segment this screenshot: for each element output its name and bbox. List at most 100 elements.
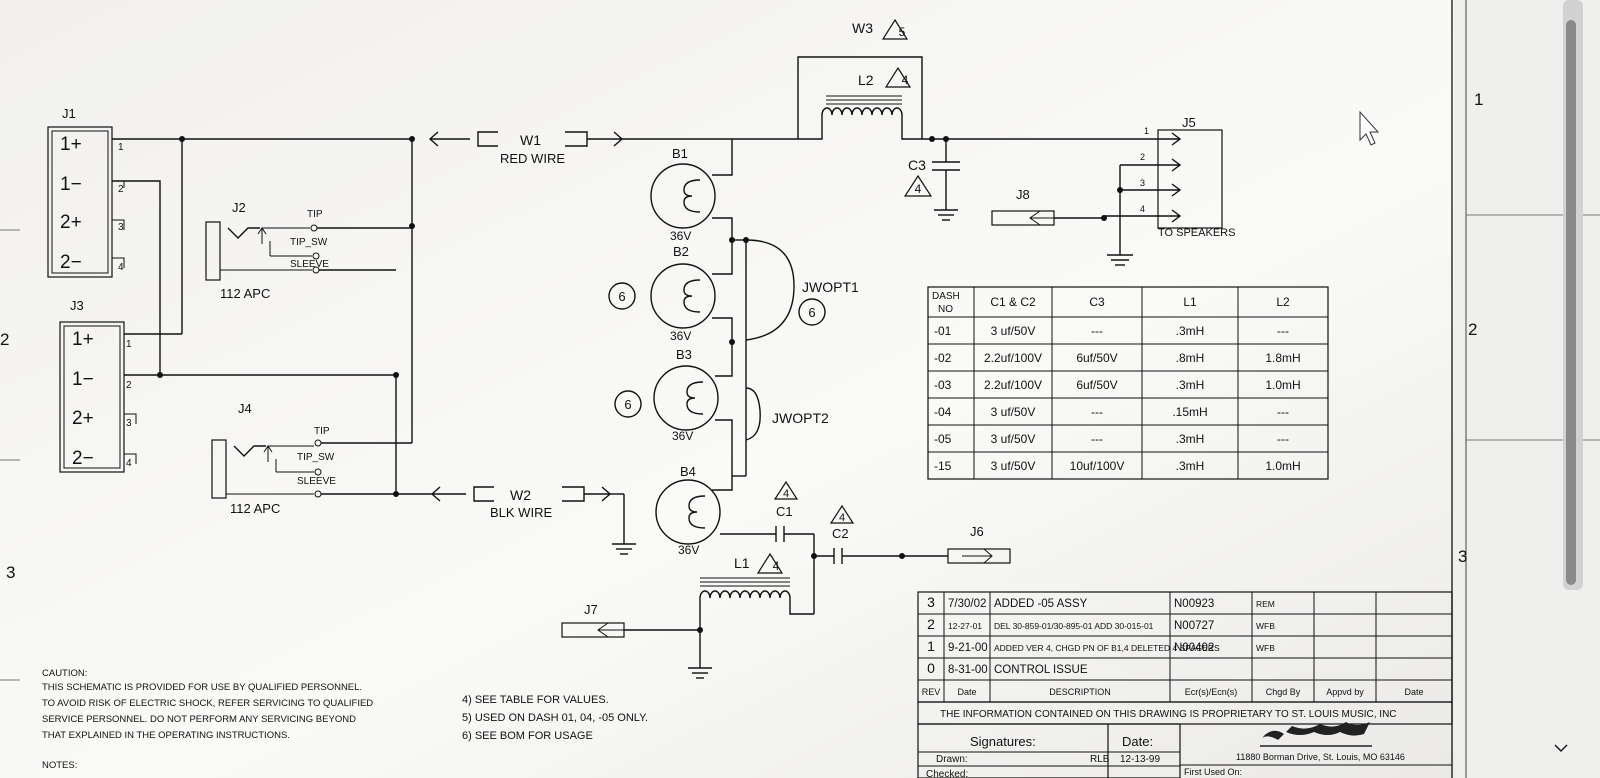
svg-text:36V: 36V [670, 229, 691, 243]
drawn-label: Drawn: [936, 754, 968, 765]
jack-j2: J2 TIP TIP_SW SLEEVE 112 APC [205, 200, 412, 301]
company-logo [1260, 722, 1372, 747]
table-cell: 6uf/50V [1076, 378, 1117, 392]
connector-j6: J6 [947, 524, 1011, 564]
wire-w1: W1 RED WIRE [428, 131, 798, 166]
svg-text:6) SEE BOM FOR USAGE: 6) SEE BOM FOR USAGE [462, 730, 593, 742]
table-cell: --- [1091, 432, 1103, 446]
scrollbar-thumb[interactable] [1566, 20, 1576, 585]
j1-pin-1p: 1+ [60, 134, 82, 155]
input-wiring [112, 136, 415, 497]
jack-j4: J4 TIP TIP_SW SLEEVE 112 APC [211, 401, 412, 516]
revision-cell: N00923 [1174, 598, 1214, 610]
table-header-cell: C1 & C2 [990, 295, 1036, 309]
drawn-date: 12-13-99 [1120, 754, 1160, 765]
table-cell: .3mH [1176, 432, 1205, 446]
svg-text:TIP: TIP [314, 426, 330, 437]
revision-cell: CONTROL ISSUE [994, 664, 1088, 676]
connector-j5: J5 1 2 3 4 TO SPEAKERS [1104, 115, 1235, 266]
j1-pin-2p: 2+ [60, 212, 82, 233]
revision-cell: 8-31-00 [948, 664, 988, 676]
svg-text:B3: B3 [676, 347, 692, 362]
revision-cell: 9-21-00 [948, 642, 988, 654]
svg-text:36V: 36V [672, 429, 693, 443]
table-cell: 1.0mH [1265, 378, 1300, 392]
svg-text:C2: C2 [832, 526, 849, 541]
notes-list: 4) SEE TABLE FOR VALUES. 5) USED ON DASH… [462, 694, 648, 742]
bulb-b2: B2 36V 6 [608, 240, 733, 343]
zone-label-left-3: 3 [6, 563, 15, 582]
revision-header-cell: DESCRIPTION [1049, 687, 1111, 697]
w3-label: W3 [852, 20, 873, 36]
table-cell: --- [1277, 405, 1289, 419]
w1-label: W1 [520, 132, 541, 148]
table-cell: --- [1277, 324, 1289, 338]
table-header-cell: C3 [1089, 295, 1105, 309]
jwopt2-label: JWOPT2 [772, 410, 829, 426]
table-cell: .3mH [1176, 324, 1205, 338]
j4-label: J4 [238, 401, 252, 416]
svg-text:B2: B2 [673, 244, 689, 259]
revision-header-cell: Date [957, 687, 976, 697]
j5-label: J5 [1182, 115, 1196, 130]
company-address: 11880 Borman Drive, St. Louis, MO 63146 [1236, 752, 1405, 762]
svg-text:TIP_SW: TIP_SW [290, 237, 328, 248]
svg-text:1: 1 [1144, 126, 1149, 136]
j8-label: J8 [1016, 187, 1030, 202]
zone-label-left-2: 2 [0, 330, 9, 349]
svg-text:6: 6 [624, 397, 631, 412]
revision-cell: 12-27-01 [948, 621, 982, 631]
w2-label: W2 [510, 487, 531, 503]
table-cell: 1.8mH [1265, 351, 1300, 365]
checked-label: Checked: [926, 769, 968, 778]
wire-w2: W2 BLK WIRE [396, 486, 636, 555]
svg-text:5: 5 [899, 25, 906, 39]
table-header-cell: NO [938, 304, 953, 315]
svg-text:5) USED ON DASH 01, 04, -05 O: 5) USED ON DASH 01, 04, -05 ONLY. [462, 712, 648, 724]
j4-apc-label: 112 APC [230, 501, 280, 516]
j1-pin-1m: 1− [60, 174, 82, 195]
svg-text:THAT EXPLAINED IN THE OPERATIN: THAT EXPLAINED IN THE OPERATING INSTRUCT… [42, 730, 290, 741]
bulb-b1: B1 36V [650, 139, 733, 243]
svg-text:4) SEE TABLE FOR VALUES.: 4) SEE TABLE FOR VALUES. [462, 694, 609, 706]
svg-text:SERVICE PERSONNEL. DO NOT PER: SERVICE PERSONNEL. DO NOT PERFORM ANY SE… [42, 714, 356, 725]
table-cell: -03 [934, 378, 952, 392]
zone-label-3: 3 [1458, 547, 1467, 566]
svg-text:C1: C1 [776, 504, 793, 519]
revision-cell: 0 [927, 660, 935, 676]
svg-text:SLEEVE: SLEEVE [297, 476, 336, 487]
revision-cell: ADDED -05 ASSY [994, 598, 1088, 610]
table-cell: 3 uf/50V [991, 459, 1036, 473]
connector-j1: J1 1+ 1− 2+ 2− 1 2 3 4 [47, 106, 125, 278]
svg-text:1: 1 [118, 142, 124, 153]
svg-text:2−: 2− [72, 448, 94, 469]
table-header-cell: DASH [932, 291, 960, 302]
inductor-l1: L1 4 [688, 552, 814, 679]
svg-text:TIP: TIP [307, 209, 323, 220]
svg-text:4: 4 [1140, 204, 1145, 214]
table-cell: 1.0mH [1265, 459, 1300, 473]
table-cell: .8mH [1176, 351, 1205, 365]
table-cell: --- [1091, 405, 1103, 419]
table-cell: -15 [934, 459, 952, 473]
svg-text:J7: J7 [584, 602, 598, 617]
notes-label: NOTES: [42, 760, 77, 771]
table-cell: --- [1277, 432, 1289, 446]
drawn-by: RLB [1090, 754, 1110, 765]
revision-header-cell: Appvd by [1326, 687, 1364, 697]
svg-text:4: 4 [773, 559, 780, 573]
svg-text:2: 2 [1140, 152, 1145, 162]
table-cell: 3 uf/50V [991, 432, 1036, 446]
proprietary-notice: THE INFORMATION CONTAINED ON THIS DRAWIN… [940, 709, 1397, 720]
red-wire-label: RED WIRE [500, 151, 565, 166]
first-used-label: First Used On: [1184, 767, 1242, 777]
revision-header-cell: REV [922, 687, 941, 697]
svg-text:SLEEVE: SLEEVE [290, 259, 329, 270]
scroll-down-icon[interactable] [1554, 744, 1568, 752]
svg-text:1: 1 [126, 339, 132, 350]
signatures-label: Signatures: [970, 734, 1036, 749]
